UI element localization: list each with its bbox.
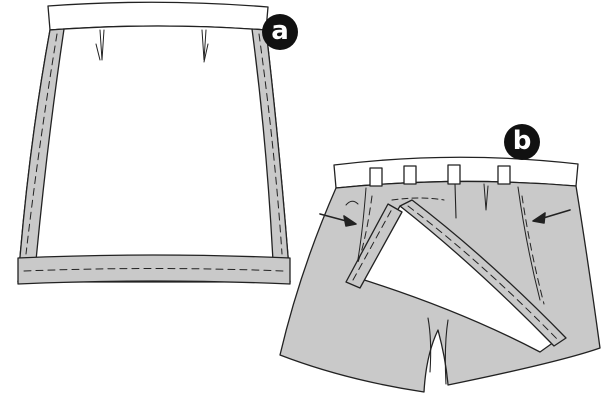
- stitch-lines-a: [23, 33, 285, 272]
- darts-b: [483, 183, 489, 211]
- darts-a: [95, 29, 209, 63]
- hem-facing: [17, 254, 291, 285]
- panel-label-a: a: [262, 14, 298, 50]
- panel-a-skirt: [17, 1, 291, 285]
- leg-seams: [427, 183, 457, 385]
- lining-facing-strip-lower: [399, 199, 567, 347]
- arrow-right: [532, 209, 571, 224]
- belt-loops: [369, 164, 511, 187]
- stitch-lines-b: [352, 195, 559, 341]
- panel-label-b: b: [504, 124, 540, 160]
- arrow-left: [319, 213, 357, 227]
- panel-b-shorts: [279, 156, 601, 393]
